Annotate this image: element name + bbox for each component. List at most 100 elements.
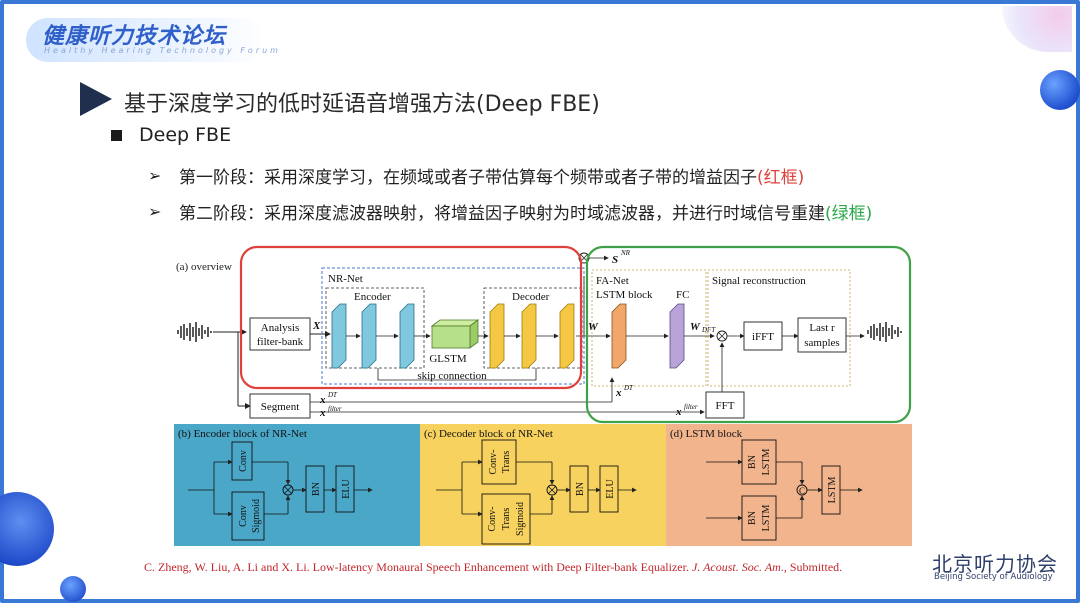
- citation: C. Zheng, W. Liu, A. Li and X. Li. Low-l…: [144, 560, 924, 575]
- step1-red-tag: (红框): [757, 168, 805, 188]
- encoder-box: [325, 287, 425, 369]
- panel-c-elu-box: [599, 465, 619, 513]
- input-waveform-icon: [177, 322, 212, 342]
- analysis-label-2: filter-bank: [257, 336, 304, 348]
- title-arrow-icon: [80, 82, 112, 116]
- stage1-red-box: [239, 245, 583, 390]
- panel-b-elu-box: [335, 465, 355, 513]
- panel-b-title: (b) Encoder block of NR-Net: [178, 428, 307, 440]
- decoder-block-1: [489, 303, 505, 369]
- panel-d-title: (d) LSTM block: [670, 428, 743, 440]
- panel-b-elu-label: ELU: [341, 479, 352, 499]
- lstm-block-label: LSTM block: [596, 289, 653, 301]
- forum-logo: 健康听力技术论坛: [42, 24, 227, 49]
- slide-title: 基于深度学习的低时延语音增强方法(Deep FBE): [124, 92, 600, 117]
- signal-reconstruction-label: Signal reconstruction: [712, 275, 806, 287]
- panel-b-bn-box: [305, 465, 325, 513]
- step2-green-tag: (绿框): [825, 204, 873, 224]
- panel-c-elu-label: ELU: [605, 479, 616, 499]
- forum-logo-subtitle: Healthy Hearing Technology Forum: [44, 46, 281, 55]
- panel-b-conv-box: [231, 441, 253, 481]
- fft-box: [705, 391, 745, 419]
- panel-b-conv-label: Conv: [238, 450, 249, 472]
- last-r-label-1: Last r: [809, 322, 835, 334]
- symbol-x-dt: x: [319, 394, 326, 406]
- fft-label: FFT: [716, 400, 735, 412]
- symbol-x-dt-sup: DT: [327, 391, 338, 399]
- fa-lstm-block: [611, 303, 627, 369]
- panel-c-conv-trans-b-2: Trans: [501, 508, 512, 531]
- panel-d-lstm-block: [666, 424, 912, 546]
- panel-c-conv-trans-a-2: Conv-: [487, 507, 498, 532]
- panel-b-conv2-label: Conv: [238, 505, 249, 527]
- panel-b-encoder-block: [174, 424, 420, 546]
- encoder-block-1: [331, 303, 347, 369]
- panel-c-bn-label: BN: [575, 482, 586, 496]
- overview-label: (a) overview: [176, 261, 232, 273]
- org-name-en: Beijing Society of Audiology: [934, 572, 1053, 582]
- step1-body: 第一阶段：采用深度学习，在频域或者子带估算每个频带或者子带的增益因子: [179, 168, 757, 188]
- arrow-bullet-icon: ➢: [148, 166, 162, 185]
- encoder-block-3: [399, 303, 415, 369]
- org-name-cn: 北京听力协会: [932, 552, 1058, 576]
- panel-b-sigmoid-label: Sigmoid: [251, 499, 262, 533]
- panel-d-bn-lstm-bottom: [741, 495, 777, 541]
- panel-c-conv-trans-b: Trans: [501, 451, 512, 474]
- fc-label: FC: [676, 289, 689, 301]
- citation-authors: C. Zheng, W. Liu, A. Li and X. Li. Low-l…: [144, 560, 689, 574]
- symbol-x-filter-2: x: [675, 406, 682, 418]
- encoder-label: Encoder: [354, 291, 391, 303]
- glstm-label: GLSTM: [429, 353, 467, 365]
- analysis-label-1: Analysis: [261, 322, 300, 334]
- encoder-block-2: [361, 303, 377, 369]
- logo-background: [26, 18, 264, 62]
- symbol-WDFT-sup: DFT: [701, 326, 716, 334]
- panel-c-title: (c) Decoder block of NR-Net: [424, 428, 553, 440]
- panel-d-lstm-label: LSTM: [827, 477, 838, 504]
- ifft-label: iFFT: [752, 331, 774, 343]
- signal-reconstruction-box: [707, 269, 851, 387]
- last-r-samples-box: [797, 317, 847, 353]
- fanet-box: [591, 269, 707, 387]
- last-r-label-2: samples: [804, 337, 839, 349]
- panel-d-bn-bottom: BN: [747, 511, 758, 525]
- step2-text: 第二阶段：采用深度滤波器映射，将增益因子映射为时域滤波器，并进行时域信号重建(绿…: [179, 199, 872, 224]
- nrnet-label: NR-Net: [328, 273, 363, 285]
- panel-d-lstm-bottom: LSTM: [761, 505, 772, 532]
- citation-status: Submitted.: [789, 560, 843, 574]
- symbol-S-sup: NR: [620, 249, 631, 257]
- symbol-W2: W: [690, 321, 701, 333]
- panel-d-bn-top: BN: [747, 455, 758, 469]
- symbol-x-filter-sup: filter: [328, 405, 342, 413]
- symbol-x-filter: x: [319, 407, 326, 419]
- blue-sphere-decoration-small: [60, 576, 86, 602]
- panel-c-bn-box: [569, 465, 589, 513]
- stage2-green-box: [585, 245, 912, 424]
- segment-box: [249, 393, 311, 419]
- symbol-X: X: [312, 320, 321, 332]
- panel-d-lstm-top: LSTM: [761, 449, 772, 476]
- symbol-x-filter-2-sup: filter: [684, 403, 698, 411]
- symbol-S: S: [612, 254, 618, 266]
- panel-c-conv-trans-a: Conv-: [488, 450, 499, 475]
- bullet-deep-fbe: Deep FBE: [139, 124, 232, 146]
- panel-b-bn-label: BN: [311, 482, 322, 496]
- panel-c-conv-trans-box: [481, 439, 517, 485]
- step2-body: 第二阶段：采用深度滤波器映射，将增益因子映射为时域滤波器，并进行时域信号重建: [179, 204, 825, 224]
- panel-c-sigmoid-label: Sigmoid: [515, 502, 526, 536]
- decoder-block-3: [559, 303, 575, 369]
- panel-c-conv-trans-sigmoid-box: [481, 493, 531, 545]
- panel-c-decoder-block: [420, 424, 666, 546]
- symbol-x-dt-2: x: [615, 387, 622, 399]
- encoder-blocks: [331, 303, 415, 369]
- blue-sphere-decoration: [1040, 70, 1080, 110]
- panel-d-concat-label: C: [799, 486, 805, 496]
- decoder-label: Decoder: [512, 291, 550, 303]
- fanet-label: FA-Net: [596, 275, 629, 287]
- arrow-bullet-icon-2: ➢: [148, 202, 162, 221]
- step1-text: 第一阶段：采用深度学习，在频域或者子带估算每个频带或者子带的增益因子(红框): [179, 163, 804, 188]
- decoder-block-2: [521, 303, 537, 369]
- decoder-blocks: [489, 303, 575, 369]
